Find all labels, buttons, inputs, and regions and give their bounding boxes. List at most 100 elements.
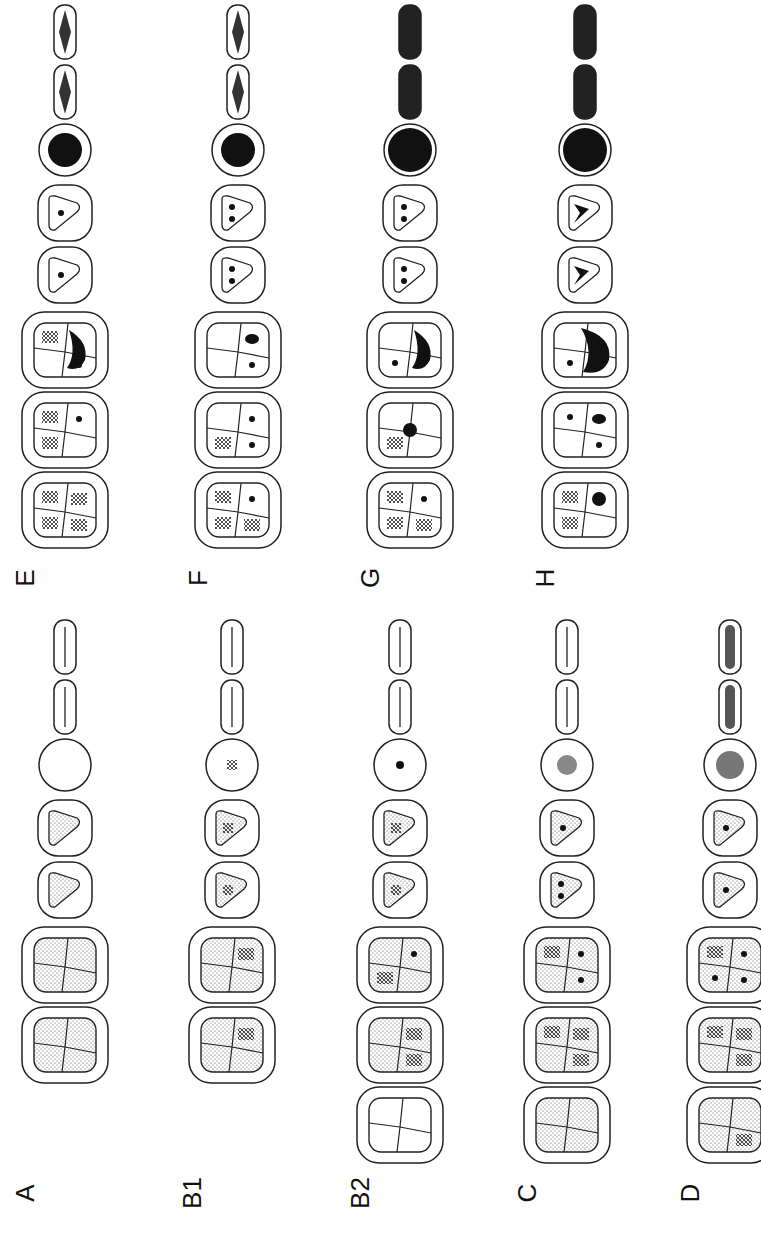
incisor-edge — [64, 687, 65, 727]
premolar-outline — [383, 247, 437, 303]
hatch-mark — [406, 1054, 422, 1066]
canine-outline — [541, 739, 593, 791]
incisor-outline — [389, 680, 411, 734]
dot-mark — [403, 423, 417, 437]
molar-outline — [687, 1087, 761, 1163]
filling-disk — [221, 133, 255, 167]
molar-outline — [22, 392, 108, 468]
canine-outline — [384, 124, 436, 176]
canine-outline — [39, 124, 91, 176]
dot-mark — [229, 266, 235, 272]
incisor-edge — [566, 687, 567, 727]
cusp-lines — [536, 938, 598, 992]
incisor-outline — [54, 620, 76, 674]
cusp-lines — [34, 323, 96, 377]
premolar-crown — [49, 811, 80, 845]
incisor-outline — [574, 65, 596, 119]
incisor-outline — [221, 680, 243, 734]
dot-mark — [401, 278, 407, 284]
row-label: G — [357, 568, 383, 588]
hatch-mark — [736, 1054, 752, 1066]
premolar-outline — [38, 862, 92, 918]
dot-mark — [741, 951, 747, 957]
dot-mark — [578, 977, 584, 983]
hatch-mark — [215, 437, 231, 449]
molar-crown — [369, 938, 431, 992]
cusp-lines — [379, 403, 441, 457]
cusp-lines — [369, 1098, 431, 1152]
cusp-lines — [34, 1018, 96, 1072]
hatch-mark — [387, 491, 403, 503]
incisor-filling — [725, 685, 735, 729]
premolar-outline — [703, 800, 757, 856]
incisor-outline — [389, 620, 411, 674]
cusp-lines — [201, 938, 263, 992]
teeth-group — [22, 5, 761, 1163]
molar-crown — [536, 1018, 598, 1072]
molar-crown — [34, 403, 96, 457]
premolar-outline — [373, 862, 427, 918]
premolar-outline — [38, 185, 92, 241]
premolar-crown — [551, 873, 582, 907]
dot-mark — [592, 492, 606, 506]
dot-mark — [76, 416, 82, 422]
cusp-lines — [201, 1018, 263, 1072]
premolar-crown — [222, 258, 253, 292]
dot-mark — [567, 414, 573, 420]
canine-outline — [206, 739, 258, 791]
dot-mark — [723, 887, 729, 893]
incisor-outline — [227, 5, 249, 59]
blob-mark — [67, 330, 86, 369]
molar-outline — [357, 927, 443, 1003]
incisor-outline — [221, 620, 243, 674]
molar-outline — [687, 1007, 761, 1083]
dot-mark — [249, 416, 255, 422]
incisor-edge — [64, 627, 65, 667]
dot-mark — [558, 893, 564, 899]
hatch-mark — [707, 946, 723, 958]
molar-outline — [524, 1087, 610, 1163]
hatch-mark — [544, 1026, 560, 1038]
incisor-outline — [556, 620, 578, 674]
dot-mark — [229, 204, 235, 210]
molar-outline — [687, 927, 761, 1003]
molar-crown — [699, 1018, 761, 1072]
cusp-lines — [207, 323, 269, 377]
incisor-outline — [399, 5, 421, 59]
premolar-crown — [384, 811, 415, 845]
molar-crown — [554, 483, 616, 537]
canine-outline — [212, 124, 264, 176]
filling-disk — [557, 755, 577, 775]
molar-outline — [357, 1007, 443, 1083]
blob-mark — [574, 204, 589, 223]
molar-crown — [554, 323, 616, 377]
filling-disk — [563, 128, 607, 172]
premolar-outline — [540, 800, 594, 856]
dot-mark — [558, 881, 564, 887]
premolar-crown — [394, 258, 425, 292]
premolar-crown — [222, 196, 253, 230]
molar-crown — [369, 1018, 431, 1072]
hatch-mark — [544, 946, 560, 958]
incisor-outline — [719, 680, 741, 734]
molar-crown — [207, 483, 269, 537]
molar-outline — [524, 1007, 610, 1083]
hatch-mark — [406, 1028, 422, 1040]
dot-mark — [401, 266, 407, 272]
incisor-outline — [574, 5, 596, 59]
cusp-lines — [379, 323, 441, 377]
cusp-lines — [207, 483, 269, 537]
cusp-lines — [554, 403, 616, 457]
molar-crown — [201, 1018, 263, 1072]
blob-mark — [245, 334, 259, 344]
hatch-mark — [736, 1028, 752, 1040]
dot-mark — [58, 272, 64, 278]
blob-mark — [592, 414, 606, 424]
premolar-outline — [38, 247, 92, 303]
molar-outline — [542, 472, 628, 548]
premolar-crown — [394, 196, 425, 230]
incisor-edge — [231, 627, 232, 667]
premolar-crown — [216, 873, 247, 907]
molar-outline — [367, 392, 453, 468]
